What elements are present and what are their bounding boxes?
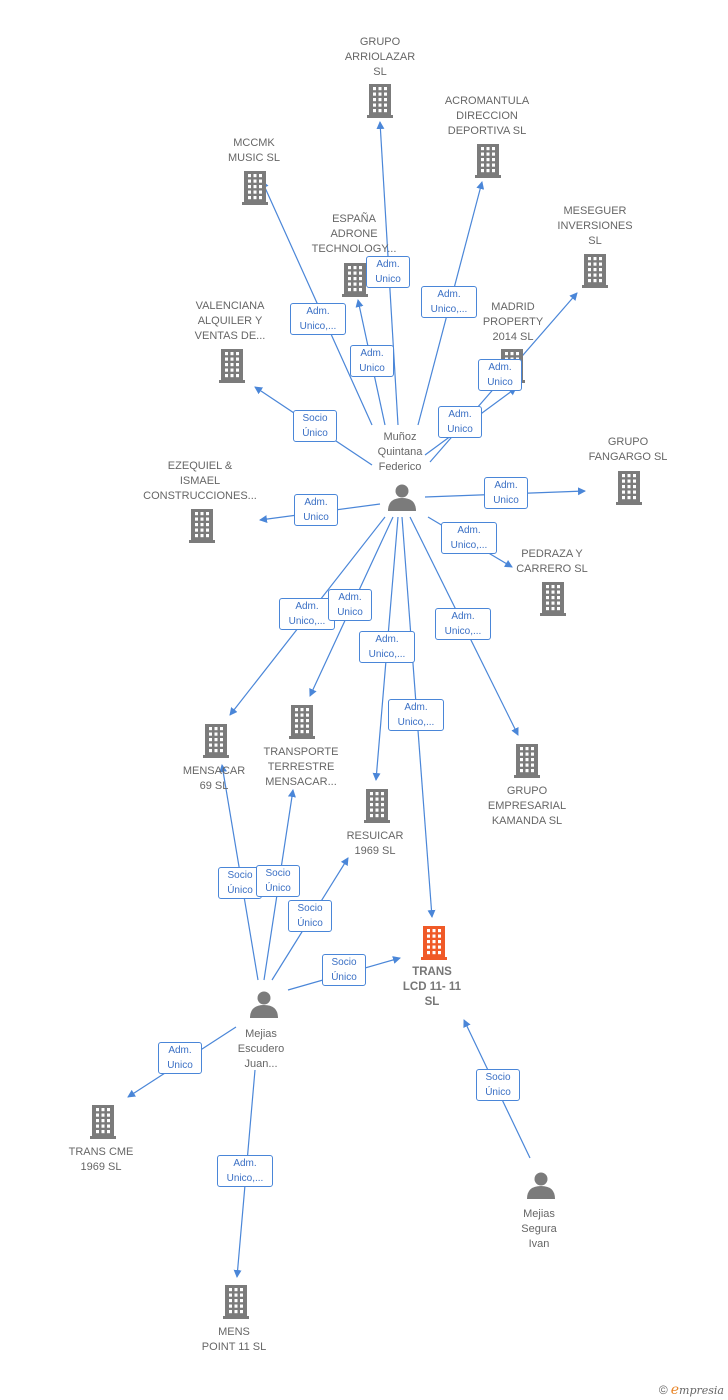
edge-label-munoz-valenciana[interactable]: Socio Único <box>293 410 337 442</box>
edge-label-munoz-mccmk[interactable]: Adm. Unico,... <box>290 303 346 335</box>
node-label-resuicar[interactable]: RESUICAR 1969 SL <box>346 830 404 857</box>
icons-layer <box>90 84 642 1319</box>
node-label-grupo_fangargo[interactable]: GRUPO FANGARGO SL <box>588 436 668 463</box>
brand-initial: e <box>670 1382 680 1398</box>
node-label-grupo_kamanda[interactable]: GRUPO EMPRESARIAL KAMANDA SL <box>487 785 567 827</box>
building-icon-meseguer[interactable] <box>582 254 608 288</box>
person-icon-mejias_ivan[interactable] <box>527 1172 555 1200</box>
edge-label-munoz-grupo_kamanda[interactable]: Adm. Unico,... <box>435 608 491 640</box>
edge-label-munoz-mensacar69[interactable]: Adm. Unico,... <box>279 598 335 630</box>
node-label-mejias_ivan[interactable]: Mejias Segura Ivan <box>521 1208 557 1250</box>
edge-label-munoz-acromantula[interactable]: Adm. Unico,... <box>421 286 477 318</box>
edge-label-mejias_juan-transporte_terrestre[interactable]: Socio Único <box>256 865 300 897</box>
node-label-madrid_property[interactable]: MADRID PROPERTY 2014 SL <box>482 301 544 343</box>
footer-brand: ©empresia <box>659 1382 724 1398</box>
edge-label-munoz-espana_adrone[interactable]: Adm. Unico <box>350 345 394 377</box>
building-icon-transporte_terrestre[interactable] <box>289 705 315 739</box>
node-label-ezequiel[interactable]: EZEQUIEL & ISMAEL CONSTRUCCIONES... <box>143 460 257 502</box>
building-icon-grupo_arriolazar[interactable] <box>367 84 393 118</box>
building-icon-valenciana[interactable] <box>219 349 245 383</box>
edge-label-munoz-transporte_terrestre[interactable]: Adm. Unico <box>328 589 372 621</box>
building-icon-ezequiel[interactable] <box>189 509 215 543</box>
node-label-grupo_arriolazar[interactable]: GRUPO ARRIOLAZAR SL <box>344 36 416 78</box>
edge-label-mejias_juan-resuicar[interactable]: Socio Único <box>288 900 332 932</box>
edge-label-mejias_ivan-trans_lcd[interactable]: Socio Único <box>476 1069 520 1101</box>
node-label-trans_cme[interactable]: TRANS CME 1969 SL <box>68 1146 134 1173</box>
edge-label-mejias_juan-mensacar69[interactable]: Socio Único <box>218 867 262 899</box>
copyright-symbol: © <box>658 1383 668 1397</box>
edge-label-mejias_juan-trans_lcd[interactable]: Socio Único <box>322 954 366 986</box>
node-label-trans_lcd[interactable]: TRANS LCD 11- 11 SL <box>402 966 462 1008</box>
edge-label-munoz-ezequiel[interactable]: Adm. Unico <box>294 494 338 526</box>
node-label-valenciana[interactable]: VALENCIANA ALQUILER Y VENTAS DE... <box>194 300 266 342</box>
building-icon-mens_point[interactable] <box>223 1285 249 1319</box>
node-label-mejias_juan[interactable]: Mejias Escudero Juan... <box>237 1028 285 1070</box>
edge-label-munoz-grupo_fangargo[interactable]: Adm. Unico <box>484 477 528 509</box>
edge-label-munoz-meseguer[interactable]: Adm. Unico <box>478 359 522 391</box>
edge-label-munoz-trans_lcd[interactable]: Adm. Unico,... <box>388 699 444 731</box>
building-icon-pedraza[interactable] <box>540 582 566 616</box>
node-label-acromantula[interactable]: ACROMANTULA DIRECCION DEPORTIVA SL <box>444 95 530 137</box>
node-label-transporte_terrestre[interactable]: TRANSPORTE TERRESTRE MENSACAR... <box>263 746 339 788</box>
building-icon-acromantula[interactable] <box>475 144 501 178</box>
node-label-munoz[interactable]: Muñoz Quintana Federico <box>377 431 423 473</box>
node-label-mccmk[interactable]: MCCMK MUSIC SL <box>228 137 280 164</box>
edge-label-munoz-resuicar[interactable]: Adm. Unico,... <box>359 631 415 663</box>
building-icon-resuicar[interactable] <box>364 789 390 823</box>
building-icon-grupo_kamanda[interactable] <box>514 744 540 778</box>
building-icon-mensacar69[interactable] <box>203 724 229 758</box>
edge-label-mejias_juan-trans_cme[interactable]: Adm. Unico <box>158 1042 202 1074</box>
brand-name: mpresia <box>679 1384 724 1397</box>
person-icon-mejias_juan[interactable] <box>250 991 278 1019</box>
building-icon-grupo_fangargo[interactable] <box>616 471 642 505</box>
node-label-meseguer[interactable]: MESEGUER INVERSIONES SL <box>557 205 633 247</box>
building-icon-trans_cme[interactable] <box>90 1105 116 1139</box>
node-label-pedraza[interactable]: PEDRAZA Y CARRERO SL <box>516 548 588 575</box>
node-label-mensacar69[interactable]: MENSACAR 69 SL <box>182 765 246 792</box>
edge-label-munoz-grupo_arriolazar[interactable]: Adm. Unico <box>366 256 410 288</box>
edge-label-mejias_juan-mens_point[interactable]: Adm. Unico,... <box>217 1155 273 1187</box>
edge-label-munoz-pedraza[interactable]: Adm. Unico,... <box>441 522 497 554</box>
node-label-espana_adrone[interactable]: ESPAÑA ADRONE TECHNOLOGY... <box>311 213 397 255</box>
person-icon-munoz[interactable] <box>388 484 416 512</box>
edge-label-munoz-madrid_property[interactable]: Adm. Unico <box>438 406 482 438</box>
building-icon-trans_lcd[interactable] <box>421 926 447 960</box>
building-icon-espana_adrone[interactable] <box>342 263 368 297</box>
building-icon-mccmk[interactable] <box>242 171 268 205</box>
node-label-mens_point[interactable]: MENS POINT 11 SL <box>201 1326 267 1353</box>
